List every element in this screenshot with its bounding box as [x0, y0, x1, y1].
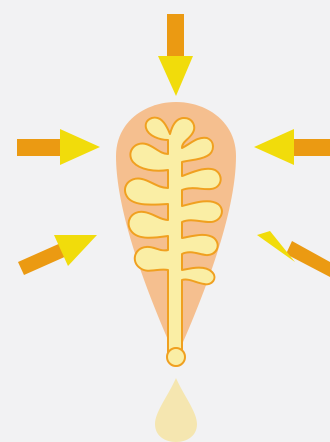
duct-outlet [167, 348, 185, 366]
